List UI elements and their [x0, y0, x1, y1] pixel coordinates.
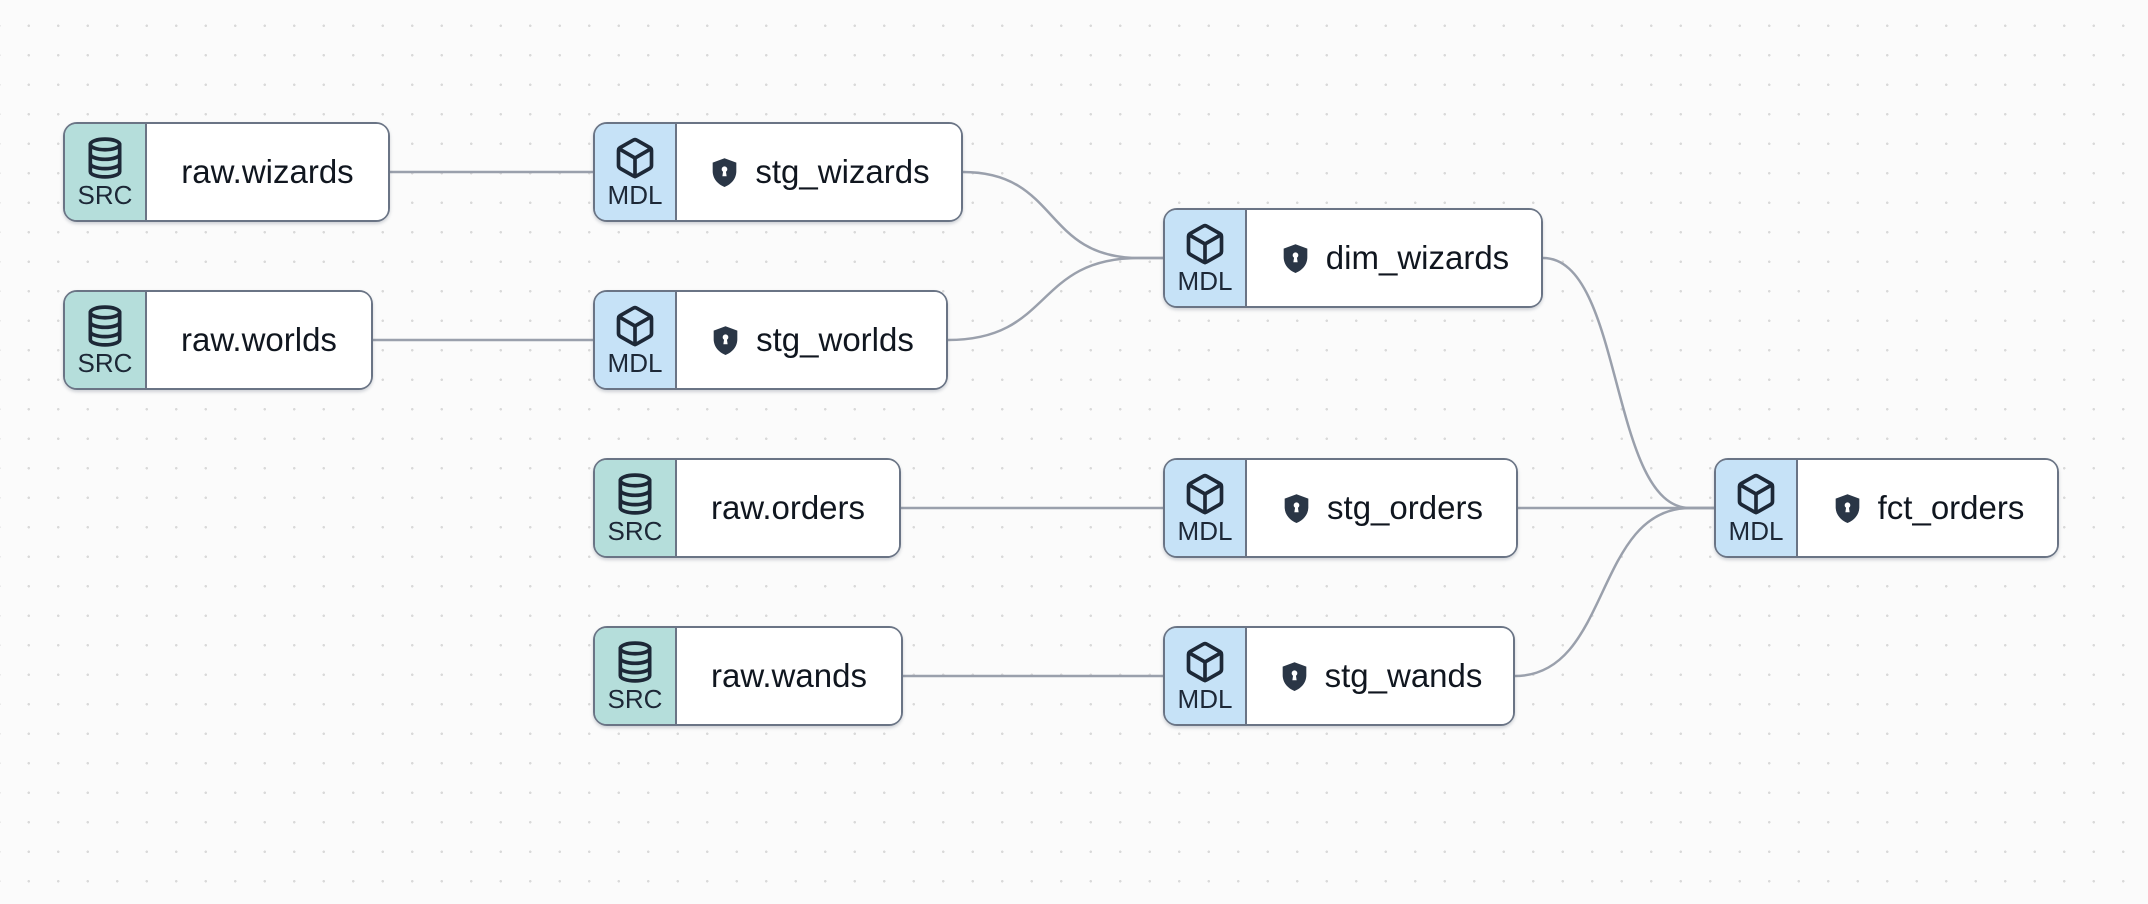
shield-lock-icon [1279, 242, 1312, 275]
source-type-badge: SRC [65, 124, 147, 220]
node-body: dim_wizards [1247, 210, 1541, 306]
lineage-node-stg-wizards[interactable]: MDL stg_wizards [593, 122, 963, 222]
source-type-badge: SRC [65, 292, 147, 388]
shield-lock-icon [709, 324, 742, 357]
node-body: stg_wizards [677, 124, 961, 220]
model-type-badge: MDL [1165, 210, 1247, 306]
node-label: stg_orders [1327, 489, 1483, 526]
lineage-node-raw-wands[interactable]: SRC raw.wands [593, 626, 903, 726]
node-body: stg_orders [1247, 460, 1516, 556]
lineage-node-raw-wizards[interactable]: SRC raw.wizards [63, 122, 390, 222]
node-label: dim_wizards [1325, 239, 1510, 276]
cube-icon [1183, 640, 1227, 684]
shield-lock-icon [1278, 660, 1311, 693]
node-body: raw.worlds [147, 292, 371, 388]
lineage-node-stg-wands[interactable]: MDL stg_wands [1163, 626, 1515, 726]
node-label: raw.wizards [181, 153, 354, 190]
shield-lock-icon [1280, 492, 1313, 525]
edge-dim-wizards-to-fct-orders [1542, 256, 1714, 510]
database-icon [613, 472, 657, 516]
model-type-badge: MDL [595, 124, 677, 220]
node-type-label: MDL [607, 180, 663, 210]
lineage-node-dim-wizards[interactable]: MDL dim_wizards [1163, 208, 1543, 308]
node-label: stg_wizards [755, 153, 930, 190]
lineage-node-raw-orders[interactable]: SRC raw.orders [593, 458, 901, 558]
node-type-label: SRC [607, 684, 663, 714]
cube-icon [1183, 472, 1227, 516]
node-type-label: SRC [77, 180, 133, 210]
edge-stg-wizards-to-dim-wizards [962, 170, 1163, 260]
node-type-label: MDL [1728, 516, 1784, 546]
node-body: stg_worlds [677, 292, 946, 388]
cube-icon [613, 304, 657, 348]
lineage-node-stg-orders[interactable]: MDL stg_orders [1163, 458, 1518, 558]
node-type-label: MDL [1177, 266, 1233, 296]
database-icon [613, 640, 657, 684]
database-icon [83, 136, 127, 180]
node-label: raw.worlds [181, 321, 337, 358]
lineage-node-fct-orders[interactable]: MDL fct_orders [1714, 458, 2059, 558]
edge-stg-worlds-to-dim-wizards [947, 256, 1163, 342]
model-type-badge: MDL [1165, 460, 1247, 556]
source-type-badge: SRC [595, 628, 677, 724]
node-type-label: MDL [1177, 516, 1233, 546]
node-label: fct_orders [1877, 489, 2025, 526]
node-type-label: SRC [607, 516, 663, 546]
node-label: stg_wands [1324, 657, 1483, 694]
node-type-label: SRC [77, 348, 133, 378]
node-body: fct_orders [1798, 460, 2057, 556]
model-type-badge: MDL [1716, 460, 1798, 556]
node-body: raw.orders [677, 460, 899, 556]
node-type-label: MDL [607, 348, 663, 378]
shield-lock-icon [1831, 492, 1864, 525]
shield-lock-icon [708, 156, 741, 189]
database-icon [83, 304, 127, 348]
node-body: raw.wizards [147, 124, 388, 220]
node-label: stg_worlds [756, 321, 914, 358]
source-type-badge: SRC [595, 460, 677, 556]
node-type-label: MDL [1177, 684, 1233, 714]
lineage-node-stg-worlds[interactable]: MDL stg_worlds [593, 290, 948, 390]
model-type-badge: MDL [595, 292, 677, 388]
cube-icon [613, 136, 657, 180]
lineage-node-raw-worlds[interactable]: SRC raw.worlds [63, 290, 373, 390]
edge-stg-wands-to-fct-orders [1514, 506, 1714, 678]
model-type-badge: MDL [1165, 628, 1247, 724]
cube-icon [1734, 472, 1778, 516]
node-label: raw.orders [710, 489, 866, 526]
node-body: stg_wands [1247, 628, 1513, 724]
node-body: raw.wands [677, 628, 901, 724]
cube-icon [1183, 222, 1227, 266]
node-label: raw.wands [711, 657, 867, 694]
